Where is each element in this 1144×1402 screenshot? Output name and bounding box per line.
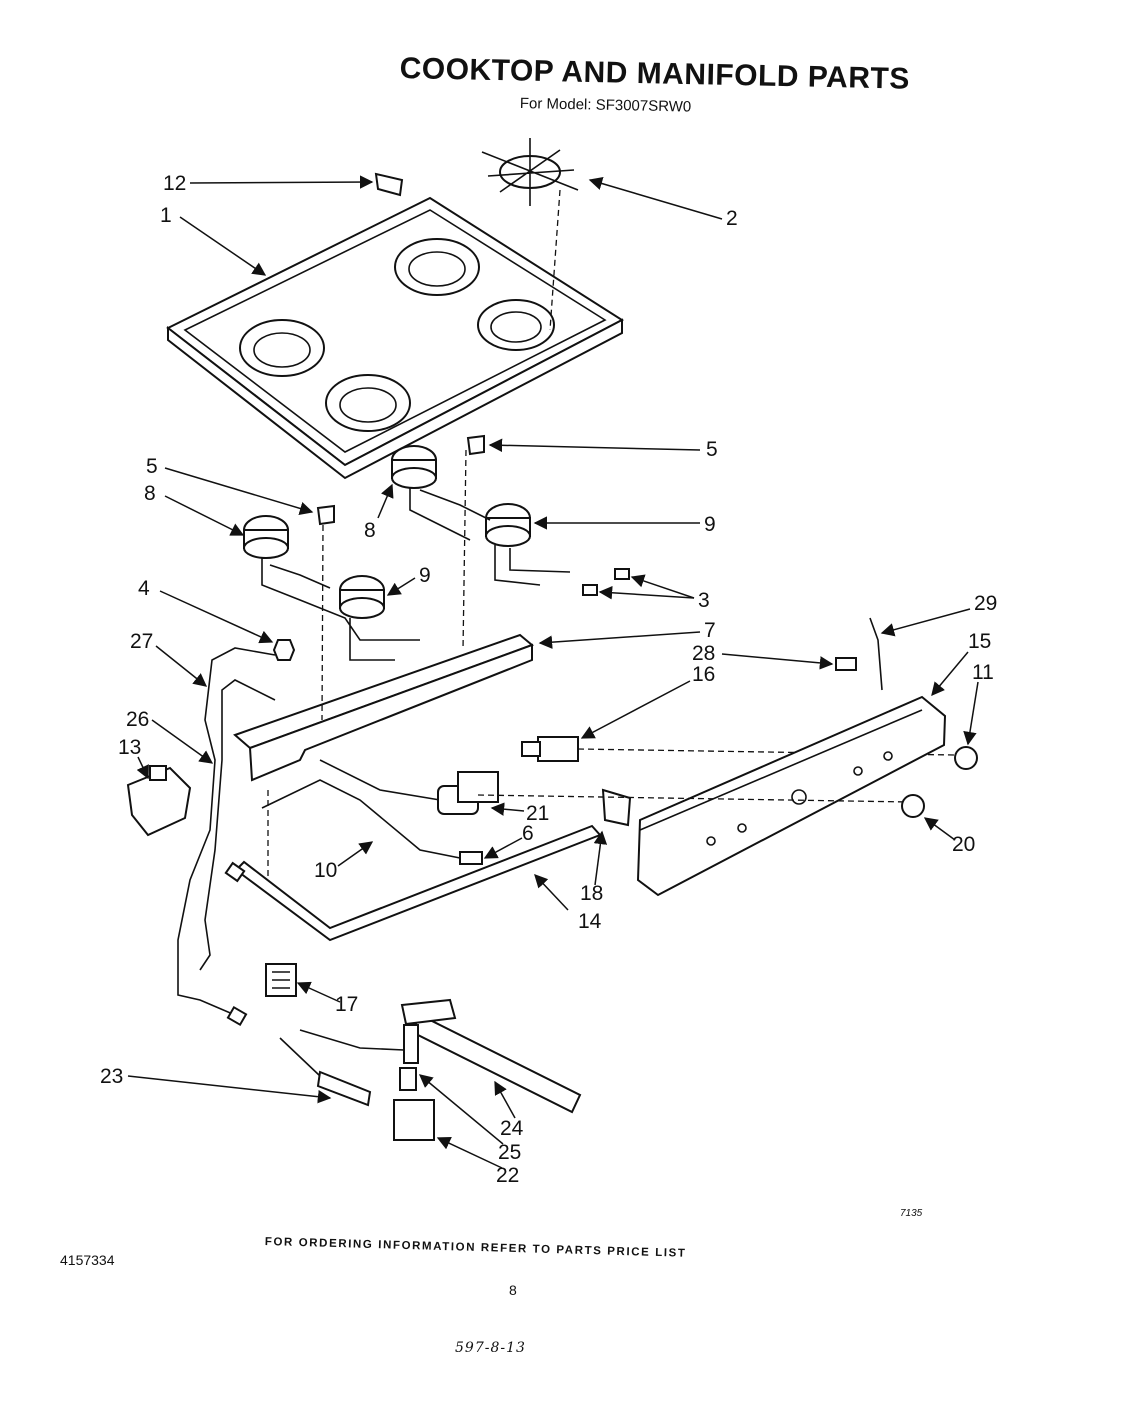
callout-4: 4 <box>138 577 150 600</box>
callout-7: 7 <box>704 619 716 642</box>
callout-10: 10 <box>314 859 337 882</box>
callout-5-left: 5 <box>146 455 158 478</box>
fitting-6 <box>459 851 483 865</box>
callout-22: 22 <box>496 1164 519 1187</box>
bracket-18 <box>601 788 632 827</box>
callout-8-left: 8 <box>144 482 156 505</box>
callout-18: 18 <box>580 882 603 905</box>
callout-28: 28 <box>692 642 715 665</box>
valve-21 <box>437 771 499 815</box>
callout-25: 25 <box>498 1141 521 1164</box>
control-panel-15 <box>477 695 947 897</box>
burner-support-bracket <box>233 633 534 782</box>
orifice-fittings-3 <box>582 568 630 596</box>
callout-24: 24 <box>500 1117 524 1140</box>
callout-9-left: 9 <box>419 564 431 587</box>
callout-29: 29 <box>974 592 997 615</box>
callout-1: 1 <box>160 204 172 227</box>
ignitor-23 <box>226 1005 405 1107</box>
callout-16: 16 <box>692 663 715 686</box>
callout-12: 12 <box>163 172 186 195</box>
page-number: 8 <box>509 1282 517 1298</box>
bracket-5-right <box>466 434 485 456</box>
callout-15: 15 <box>968 630 991 653</box>
manifold-pipe-14 <box>224 824 602 942</box>
callout-8-right: 8 <box>364 519 376 542</box>
callout-2: 2 <box>726 207 738 230</box>
callout-21: 21 <box>526 802 549 825</box>
callout-3: 3 <box>698 589 710 612</box>
callout-20: 20 <box>952 833 975 856</box>
callout-27: 27 <box>130 630 153 653</box>
callout-17: 17 <box>335 993 358 1016</box>
burner-grate <box>481 138 579 206</box>
left-burner-assembly <box>243 515 420 661</box>
cooktop-panel <box>166 196 624 480</box>
wire-29 <box>869 617 883 691</box>
leader-lines <box>127 175 979 1169</box>
knob-11 <box>954 746 978 770</box>
nut-4 <box>272 639 296 661</box>
bracket-5-left <box>316 504 335 526</box>
handwritten-note: 597-8-13 <box>455 1340 526 1356</box>
bracket-17 <box>265 963 297 997</box>
right-burner-assembly <box>391 445 571 586</box>
screw-28 <box>835 657 857 671</box>
callout-23: 23 <box>100 1065 123 1088</box>
thermocouple-tube-27 <box>177 647 276 1016</box>
knob-20 <box>901 794 925 818</box>
callout-26: 26 <box>126 708 149 731</box>
callout-13: 13 <box>118 736 141 759</box>
pressure-regulator-13 <box>126 765 192 837</box>
drawing-code: 7135 <box>900 1208 923 1219</box>
oven-burner-assembly <box>393 998 582 1141</box>
callout-9-right: 9 <box>704 513 716 536</box>
callout-5-right: 5 <box>706 438 718 461</box>
callout-14: 14 <box>578 910 602 933</box>
callout-6: 6 <box>522 822 534 845</box>
document-number: 4157334 <box>60 1252 115 1268</box>
callout-11: 11 <box>972 661 994 684</box>
bracket-12 <box>374 172 404 197</box>
manifold-tube-26 <box>199 679 276 971</box>
gas-line-10 <box>261 759 471 861</box>
callout-labels: 12 1 2 5 5 8 8 9 9 3 4 7 27 29 28 16 15 … <box>100 172 997 1187</box>
